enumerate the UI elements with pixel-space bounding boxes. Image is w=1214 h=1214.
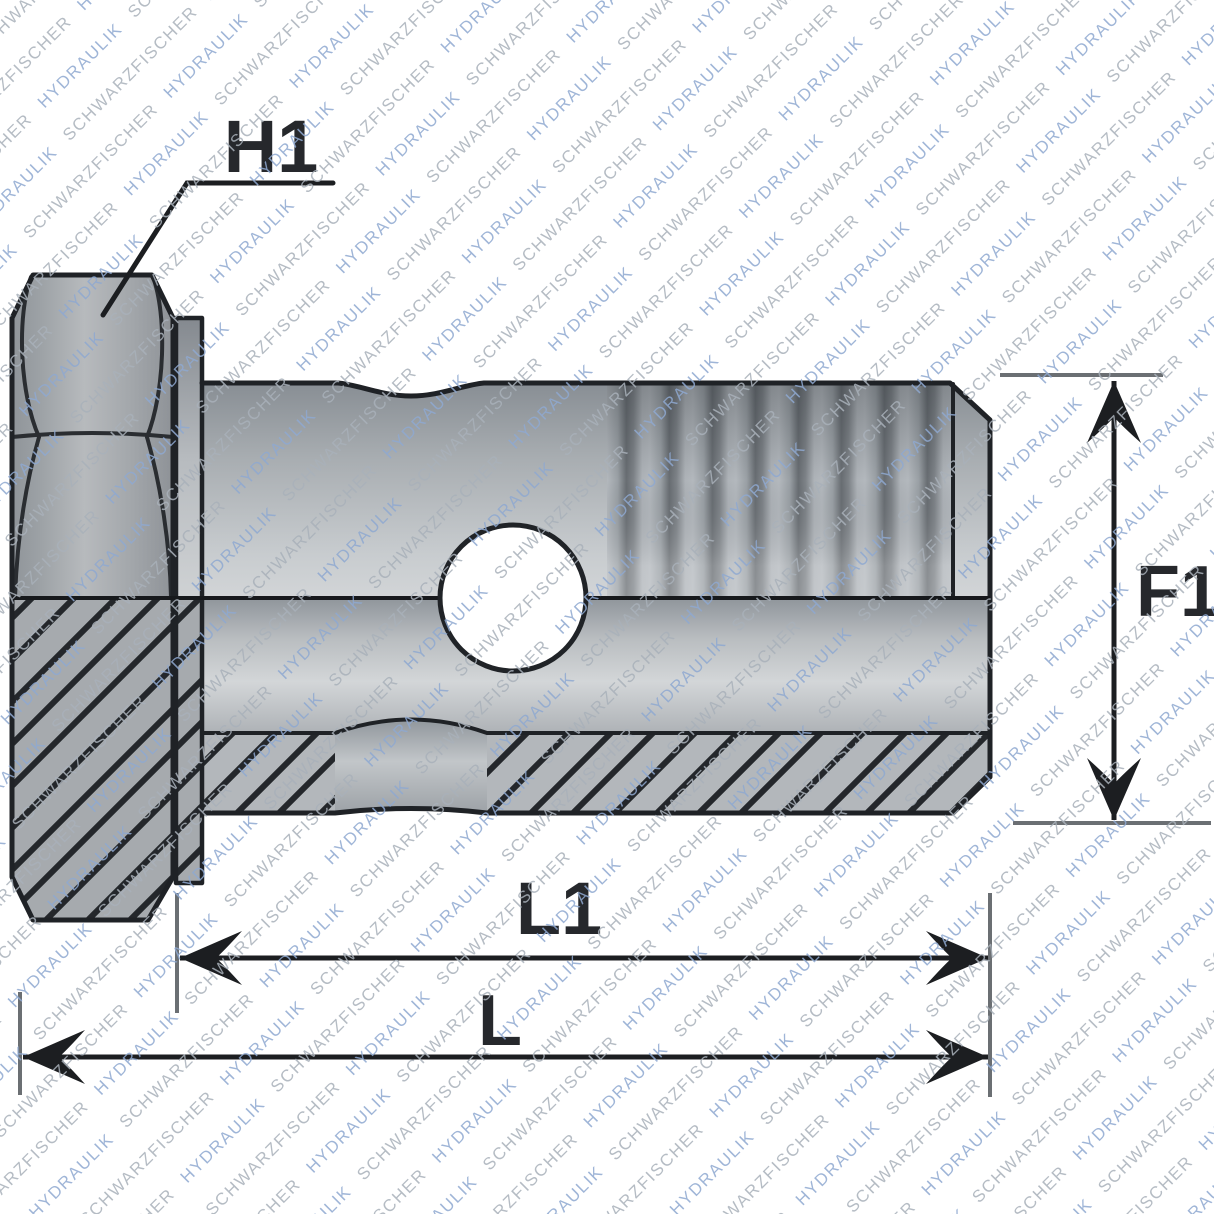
washer-outline <box>173 315 205 886</box>
l-arrow-right <box>926 1030 988 1084</box>
part-outlines <box>9 272 993 923</box>
bore-strip <box>202 598 990 733</box>
bolt-part <box>9 272 993 923</box>
l1-arrow-left <box>180 931 242 985</box>
label-h1: H1 <box>224 105 319 188</box>
arrowheads <box>23 381 1141 1084</box>
h1-leader-line <box>100 180 336 318</box>
section-hatch-wall <box>202 733 990 813</box>
dimensions: H1 F1 L1 L <box>18 105 1214 1097</box>
section-hatch-head <box>12 598 202 920</box>
hex-head-face <box>12 275 173 600</box>
dimension-lines <box>23 381 1117 1060</box>
l-arrow-left <box>23 1030 85 1084</box>
bore-wall-boundary <box>200 717 992 735</box>
neck-groove-section <box>335 719 487 813</box>
thread-shading <box>607 384 953 598</box>
label-l1: L1 <box>516 867 602 950</box>
cross-hole <box>437 522 589 674</box>
washer-flange <box>176 318 202 600</box>
extension-lines <box>18 373 1211 1097</box>
hex-head-outline <box>9 272 176 923</box>
label-l: L <box>478 981 522 1061</box>
l1-arrow-right <box>926 931 988 985</box>
f1-arrow-up <box>1087 381 1141 443</box>
label-f1: F1 <box>1136 552 1214 632</box>
f1-arrow-down <box>1087 758 1141 820</box>
shaft-outline <box>199 380 993 816</box>
